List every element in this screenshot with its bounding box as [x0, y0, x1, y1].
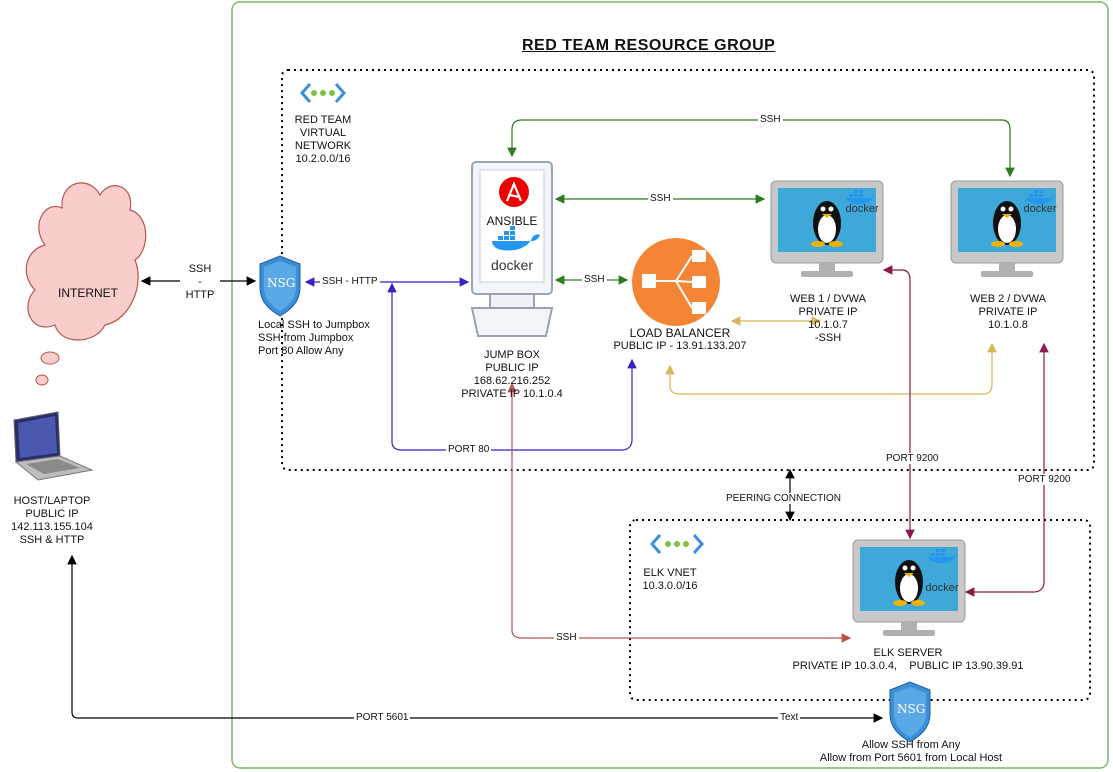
edge-label-ssh-top: SSH	[758, 114, 783, 125]
laptop-icon	[13, 411, 94, 481]
edge-label-peering: PEERING CONNECTION	[724, 493, 844, 504]
edge-label-ssh-lb: SSH	[582, 274, 607, 285]
edge-label-internet-nsg: SSH-HTTP	[180, 263, 220, 302]
internet-cloud-icon	[25, 182, 147, 386]
resource-group-container	[231, 1, 1109, 769]
ansible-label: ANSIBLE	[486, 214, 538, 228]
web2-docker-label: docker	[1023, 203, 1057, 215]
edge-label-port5601: PORT 5601	[354, 712, 411, 723]
jump-docker-label: docker	[490, 257, 534, 273]
nsg-shield-icon-elk	[889, 681, 931, 743]
load-balancer-icon	[632, 238, 720, 326]
internet-label: INTERNET	[58, 286, 118, 300]
web1-monitor-icon	[770, 180, 884, 277]
web1-docker-label: docker	[845, 203, 879, 215]
elk-vnet-icon	[649, 534, 705, 554]
edge-label-text: Text	[778, 712, 801, 723]
edge-label-port80: PORT 80	[446, 444, 492, 455]
jump-box-kiosk-icon	[470, 161, 554, 337]
edge-label-ssh-web1: SSH	[648, 193, 673, 204]
nsg-icon-text-main: NSG	[267, 276, 296, 290]
nsg-shield-icon-main	[259, 255, 301, 317]
elk-docker-label: docker	[925, 582, 959, 594]
diagram-title: RED TEAM RESOURCE GROUP	[522, 37, 776, 54]
red-vnet-icon	[299, 83, 347, 103]
edge-label-port9200-b: PORT 9200	[1016, 474, 1073, 485]
edge-label-ssh-elk: SSH	[554, 632, 579, 643]
nsg-icon-text-elk: NSG	[897, 702, 926, 716]
edge-label-port9200-a: PORT 9200	[884, 453, 941, 464]
web2-monitor-icon	[950, 180, 1064, 277]
edge-label-nsg-jump: SSH - HTTP	[320, 276, 380, 287]
